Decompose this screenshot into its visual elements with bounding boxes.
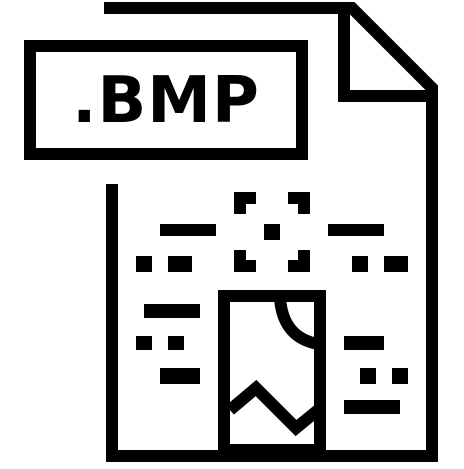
focus-center-dot [264, 224, 280, 240]
folded-corner [338, 14, 432, 102]
image-frame-icon [218, 290, 326, 456]
left-decor-marks [136, 224, 216, 384]
right-decor-marks [328, 224, 408, 414]
extension-label-box: .BMP [24, 40, 308, 160]
mountain-line [226, 379, 322, 437]
sun-arc [274, 297, 320, 350]
document-outline [104, 2, 438, 462]
focus-brackets-icon [234, 192, 310, 272]
extension-label: .BMP [72, 64, 260, 138]
